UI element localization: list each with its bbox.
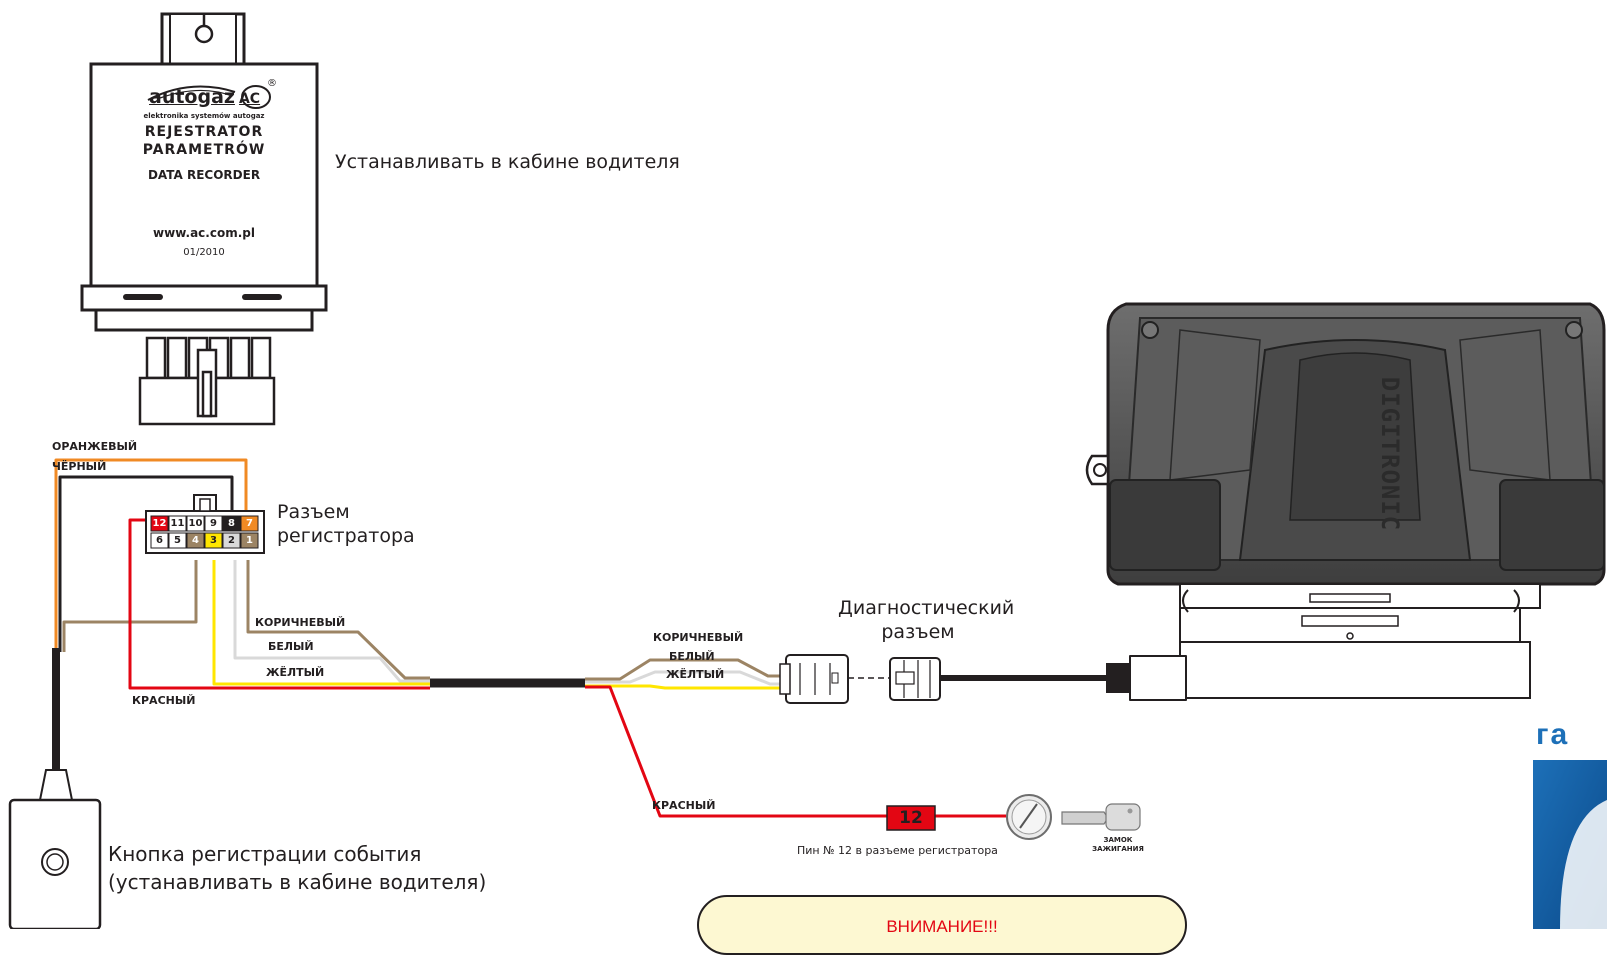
recorder-install-note: Устанавливать в кабине водителя [335,151,680,173]
label-yellow-left: ЖЁЛТЫЙ [266,666,325,679]
button-caption: Кнопка регистрации события (устанавливат… [108,840,486,896]
ac-logo-icon [241,85,271,109]
partial-logo-text: га [1536,718,1570,751]
red-wire-ignition [585,685,887,818]
pin-label: 1 [246,535,253,546]
event-button-device [8,769,102,929]
diag-caption-line1: Диагностический [838,597,1015,619]
pin-label: 4 [192,535,199,546]
ecu-brand: DIGITRONIC [1376,376,1404,532]
pin12-badge [886,805,936,831]
label-white-right: БЕЛЫЙ [669,650,715,663]
button-caption-line2: (устанавливать в кабине водителя) [108,870,487,894]
brand-mark: AC [238,91,261,107]
recorder-body [89,62,319,288]
label-red-right: КРАСНЫЙ [652,799,716,812]
pin-label: 12 [152,518,167,529]
ecu-cable-boot [1106,663,1130,693]
recorder-website: www.ac.com.pl [153,226,255,240]
diag-plug-male [779,654,849,704]
orange-wire [54,458,248,652]
brown-wire [246,560,430,680]
pin12-badge-label: 12 [899,808,923,828]
recorder-plug [138,336,276,426]
button-caption-line1: Кнопка регистрации события [108,842,422,866]
brand-name: autogaz [149,86,235,108]
pin-label: 3 [210,535,217,546]
company-logo-partial [1533,760,1607,929]
pin-label: 10 [188,518,203,529]
registered-mark: ® [267,78,277,89]
pin-label: 2 [228,535,235,546]
wiring-diagram [8,12,1607,929]
label-black: ЧЁРНЫЙ [52,460,107,473]
recorder-title-line3: DATA RECORDER [147,168,261,182]
ecu-unit [1085,302,1606,699]
label-brown-left: КОРИЧНЕВЫЙ [255,616,346,629]
warning-box: ВНИМАНИЕ!!! [697,895,1187,955]
yellow-wire-right [585,684,790,690]
recorder-base [80,284,328,312]
recorder-tagline: elektronika systemów autogaz [143,112,265,120]
recorder-connector [145,494,265,554]
mount-hole-icon [194,24,214,44]
yellow-wire [212,560,430,686]
brown-wire-right [585,658,790,681]
pin-label: 11 [170,518,185,529]
ignition-key-icon [1061,803,1141,831]
white-wire-right [585,670,790,686]
pin-label: 8 [228,518,235,529]
recorder-date: 01/2010 [183,247,225,258]
label-red-left: КРАСНЫЙ [132,694,196,707]
connector-caption-line1: Разъем [277,501,350,523]
label-brown-right: КОРИЧНЕВЫЙ [653,631,744,644]
white-wire [233,560,430,683]
recorder-title-line1: REJESTRATOR [144,124,264,140]
black-wire [58,475,234,652]
diag-plug-female [889,657,941,701]
connector-caption: Разъем регистратора [277,500,415,548]
red-wire [128,518,430,690]
recorder-title-line2: PARAMETRÓW [142,142,266,158]
data-recorder-unit [80,12,328,426]
label-white-left: БЕЛЫЙ [268,640,314,653]
ignition-caption-line2: ЗАЖИГАНИЯ [1092,845,1144,853]
pin-caption: Пин № 12 в разъеме регистратора [797,844,998,857]
ignition-caption: ЗАМОК ЗАЖИГАНИЯ [1078,836,1158,854]
wiring [52,458,1187,818]
label-orange: ОРАНЖЕВЫЙ [52,440,138,453]
diag-caption-line2: разъем [881,621,955,643]
pin-label: 7 [246,518,253,529]
warning-title: ВНИМАНИЕ!!! [886,917,998,936]
label-yellow-right: ЖЁЛТЫЙ [666,668,725,681]
pin-label: 5 [174,535,181,546]
ignition-caption-line1: ЗАМОК [1103,836,1133,844]
ignition-lock-icon [1006,794,1052,840]
connector-caption-line2: регистратора [277,525,415,547]
pin-label: 9 [210,518,217,529]
diag-caption: Диагностический разъем [838,596,1015,644]
pin-label: 6 [156,535,163,546]
